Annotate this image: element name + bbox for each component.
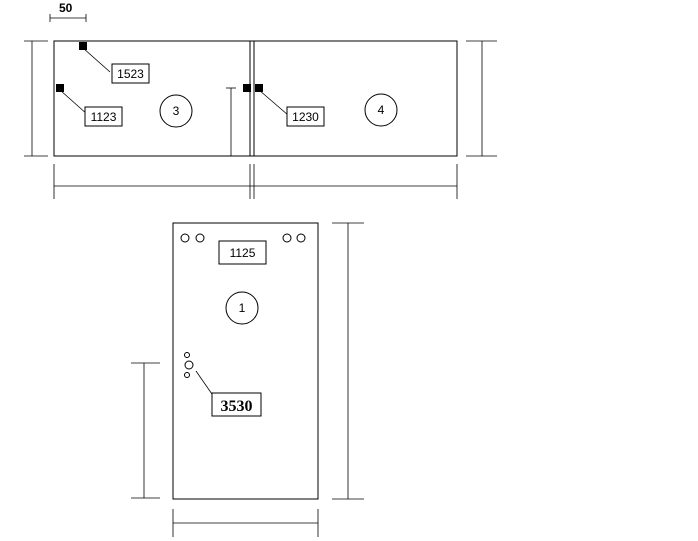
dimension-left-bottom	[131, 362, 160, 499]
label-1523: 1523	[111, 63, 150, 84]
svg-text:4: 4	[378, 103, 385, 117]
marker-1230-a	[243, 84, 251, 92]
label-3530: 3530	[211, 392, 262, 417]
dimension-right-top	[466, 40, 497, 157]
top-markers	[56, 42, 289, 116]
dimension-left-top	[24, 40, 48, 157]
panel-number-1: 1	[225, 291, 259, 325]
svg-text:3: 3	[173, 104, 180, 118]
marker-1230-b	[255, 84, 263, 92]
svg-text:1523: 1523	[117, 67, 144, 81]
side-holes	[184, 352, 215, 398]
panel-number-4: 4	[364, 93, 398, 127]
svg-text:3530: 3530	[221, 398, 253, 415]
svg-text:1: 1	[239, 301, 246, 315]
bottom-panel-outline	[172, 222, 319, 500]
marker-1523	[79, 42, 87, 50]
svg-text:1125: 1125	[230, 246, 256, 260]
dimension-right-bottom	[332, 222, 364, 500]
top-panels-outline	[53, 40, 458, 157]
panel-number-3: 3	[159, 94, 193, 128]
dimension-below-bottom	[172, 509, 319, 537]
dimension-50: 50	[49, 1, 87, 22]
dimension-below-top	[53, 164, 458, 199]
label-1123: 1123	[84, 106, 123, 127]
bottom-holes-top	[180, 233, 306, 243]
dimension-50-label: 50	[59, 1, 73, 15]
label-1125: 1125	[218, 240, 267, 265]
bottom-panel	[172, 222, 319, 500]
marker-1123	[56, 84, 64, 92]
label-1230: 1230	[286, 106, 325, 127]
svg-text:1123: 1123	[91, 110, 117, 124]
svg-text:1230: 1230	[292, 110, 319, 124]
top-panels	[53, 40, 458, 157]
